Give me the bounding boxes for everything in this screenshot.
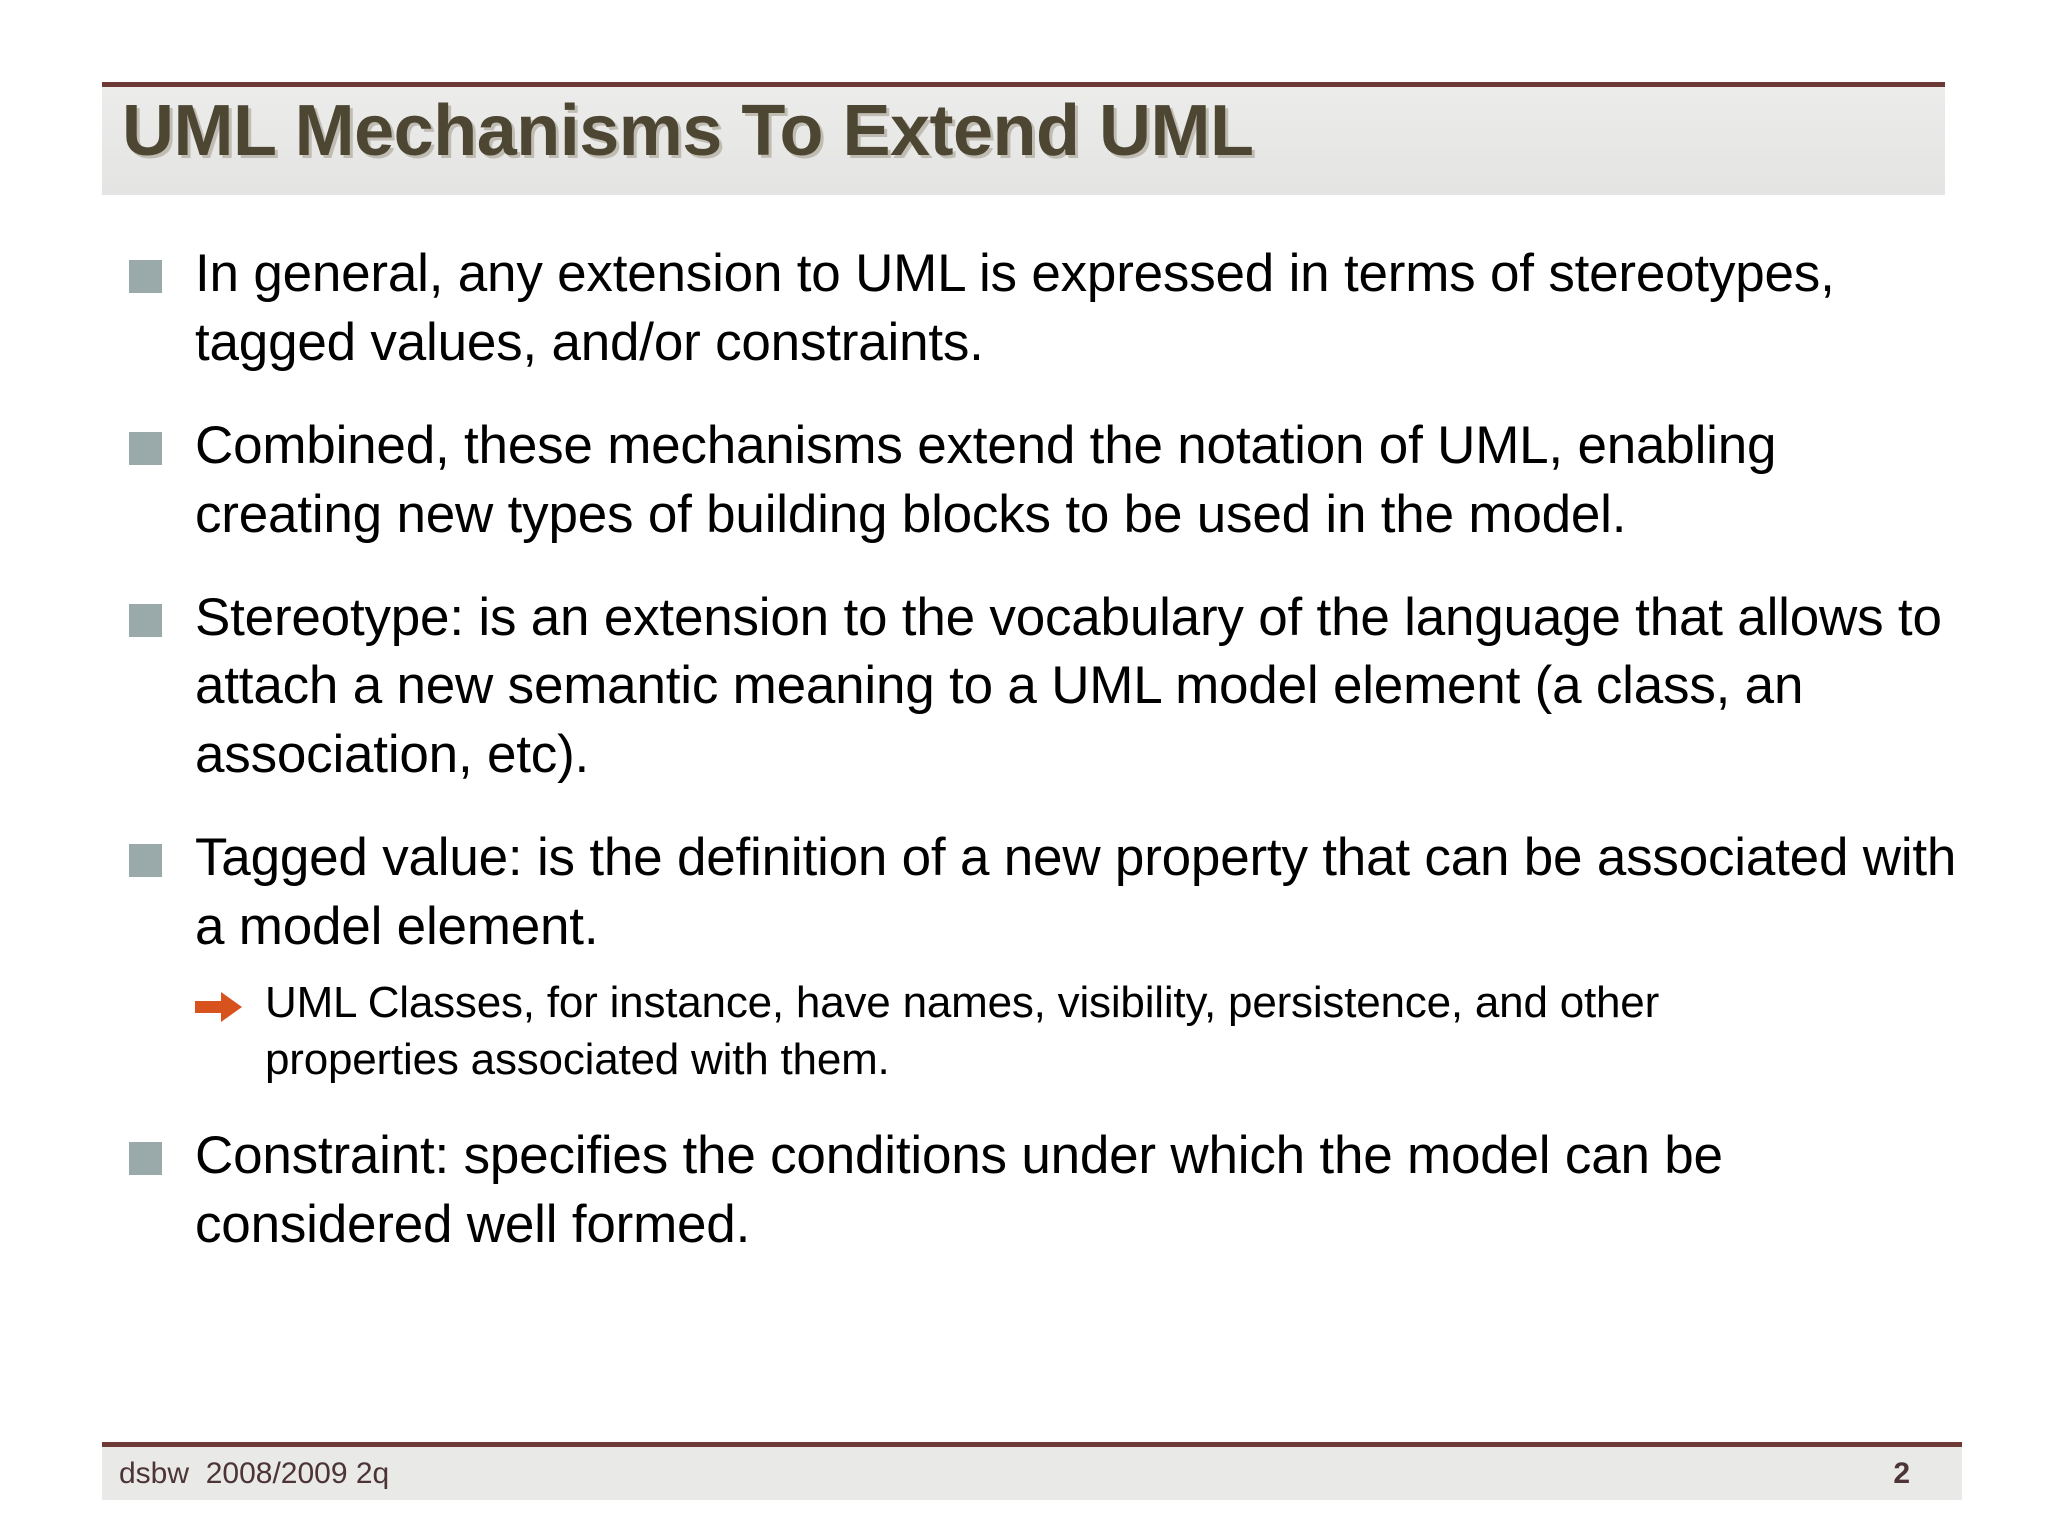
list-item: Tagged value: is the definition of a new… bbox=[102, 824, 1972, 962]
sub-list-item-label: UML Classes, for instance, have names, v… bbox=[265, 978, 1660, 1085]
list-item: Stereotype: is an extension to the vocab… bbox=[102, 584, 1972, 791]
arrow-right-icon bbox=[195, 990, 243, 1024]
list-item-label: In general, any extension to UML is expr… bbox=[195, 244, 1835, 372]
square-bullet-icon bbox=[129, 431, 162, 465]
list-item: Constraint: specifies the conditions und… bbox=[102, 1122, 1972, 1260]
list-item-label: Constraint: specifies the conditions und… bbox=[195, 1126, 1723, 1255]
list-item-label: Tagged value: is the definition of a new… bbox=[195, 828, 1957, 957]
page-number: 2 bbox=[1893, 1457, 1910, 1490]
slide-title-bar: UML Mechanisms To Extend UML bbox=[102, 82, 1945, 195]
square-bullet-icon bbox=[129, 1142, 162, 1176]
square-bullet-icon bbox=[129, 260, 162, 293]
page-title: UML Mechanisms To Extend UML bbox=[122, 91, 1254, 171]
sub-list-item: UML Classes, for instance, have names, v… bbox=[195, 974, 1972, 1088]
square-bullet-icon bbox=[129, 844, 162, 878]
slide-footer: dsbw 2008/2009 2q 2 bbox=[102, 1442, 1962, 1500]
list-item-label: Combined, these mechanisms extend the no… bbox=[195, 415, 1777, 544]
footer-course-label: dsbw 2008/2009 2q bbox=[119, 1457, 390, 1490]
slide-body: In general, any extension to UML is expr… bbox=[102, 240, 1972, 1294]
list-item-label: Stereotype: is an extension to the vocab… bbox=[195, 587, 1942, 785]
list-item: In general, any extension to UML is expr… bbox=[102, 240, 1972, 378]
square-bullet-icon bbox=[129, 603, 162, 637]
list-item: Combined, these mechanisms extend the no… bbox=[102, 412, 1972, 550]
